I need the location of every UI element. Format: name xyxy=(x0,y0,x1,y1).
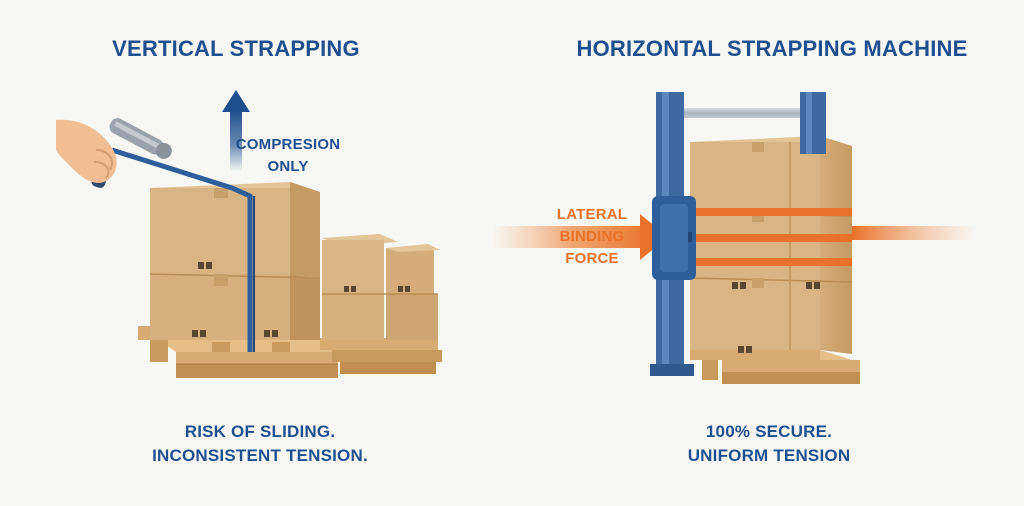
left-caption-line1: RISK OF SLIDING. xyxy=(184,422,336,441)
vertical-strapping-scene xyxy=(56,90,442,378)
left-small-box-stack xyxy=(322,234,440,340)
hand-strapping-tool-icon xyxy=(56,118,172,188)
right-caption-line1: 100% SECURE. xyxy=(705,422,833,441)
compression-callout-line1: COMPRESION xyxy=(235,136,341,153)
left-title: VERTICAL STRAPPING xyxy=(112,36,360,61)
right-box-stack xyxy=(689,136,853,354)
lateral-force-callout-line2: BINDING xyxy=(559,228,625,245)
horizontal-straps xyxy=(690,208,852,266)
box-handling-symbols-icon xyxy=(192,262,278,337)
right-caption: 100% SECURE. UNIFORM TENSION xyxy=(644,420,894,468)
strapping-machine-frame xyxy=(650,92,826,376)
left-caption: RISK OF SLIDING. INCONSISTENT TENSION. xyxy=(120,420,400,468)
left-small-pallet xyxy=(320,338,442,374)
right-caption-line2: UNIFORM TENSION xyxy=(687,446,851,465)
horizontal-strapping-scene xyxy=(492,92,976,384)
compression-callout: COMPRESION ONLY xyxy=(228,134,348,178)
lateral-force-callout-line1: LATERAL xyxy=(556,206,628,223)
right-title: HORIZONTAL STRAPPING MACHINE xyxy=(576,36,968,61)
right-pallet xyxy=(690,350,860,384)
left-main-box-stack xyxy=(149,182,321,340)
lateral-force-callout-line3: FORCE xyxy=(565,250,619,267)
lateral-force-tail xyxy=(852,226,976,240)
vertical-strap xyxy=(111,147,255,352)
lateral-force-callout: LATERAL BINDING FORCE xyxy=(542,204,642,270)
left-caption-line2: INCONSISTENT TENSION. xyxy=(152,446,368,465)
up-arrow-icon xyxy=(222,90,250,172)
compression-callout-line2: ONLY xyxy=(267,158,309,175)
